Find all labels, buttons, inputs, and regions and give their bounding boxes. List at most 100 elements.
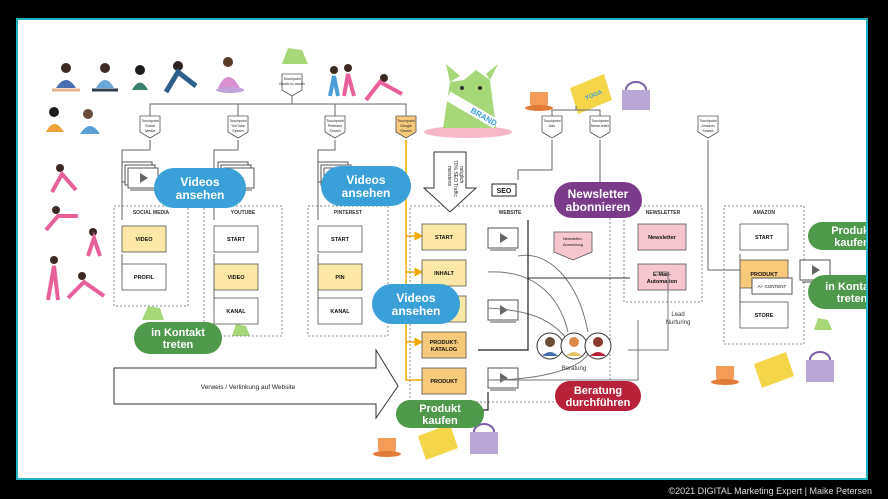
svg-text:Anmeldung: Anmeldung: [563, 242, 583, 247]
svg-text:durchführen: durchführen: [566, 397, 631, 409]
brand-mascot-illustration: BRAND: [424, 64, 512, 138]
svg-text:Touchpoint: Touchpoint: [326, 119, 343, 123]
svg-text:Search: Search: [329, 129, 340, 133]
svg-text:Touchpoint: Touchpoint: [283, 77, 300, 81]
customer-journey-diagram: BRAND YOGA: [44, 48, 866, 460]
svg-text:treten: treten: [837, 293, 866, 305]
svg-text:KANAL: KANAL: [226, 309, 246, 315]
video-thumbnail: [487, 227, 519, 251]
section-amazon: AMAZON: [753, 210, 775, 216]
svg-text:Google: Google: [400, 124, 412, 128]
svg-text:ansehen: ansehen: [342, 186, 391, 200]
svg-text:Beratung: Beratung: [574, 385, 622, 397]
svg-text:Amazon: Amazon: [701, 124, 714, 128]
page-box-produktkatalog: PRODUKT-KATALOG: [421, 331, 467, 359]
svg-text:ansehen: ansehen: [392, 304, 441, 318]
section-pinterest: PINTEREST: [334, 210, 362, 216]
svg-text:E-Mail-: E-Mail-: [653, 272, 671, 278]
section-social: SOCIAL MEDIA: [133, 210, 170, 216]
video-thumbnail: [487, 367, 519, 391]
svg-text:PRODUKT: PRODUKT: [750, 272, 778, 278]
svg-text:Touchpoint: Touchpoint: [229, 119, 246, 123]
svg-text:KATALOG: KATALOG: [431, 347, 457, 353]
svg-text:STORE: STORE: [755, 313, 774, 319]
svg-text:VIDEO: VIDEO: [227, 275, 245, 281]
svg-text:kaufen: kaufen: [834, 237, 866, 249]
seo-arrow-line-2: 70% SEO Traffic: [452, 160, 458, 197]
verweis-label: Verweis / Verlinkung auf Website: [201, 384, 296, 391]
page-box-profil: PROFIL: [121, 263, 167, 291]
svg-text:Produkt: Produkt: [831, 225, 866, 237]
page-box-start: START: [213, 225, 259, 253]
svg-text:START: START: [227, 237, 246, 243]
section-newsletter: NEWSLETTER: [646, 210, 681, 216]
svg-text:abonnieren: abonnieren: [566, 200, 631, 214]
google-highlight-line: [405, 140, 422, 381]
svg-text:Newsletter: Newsletter: [648, 235, 677, 241]
section-headers: SOCIAL MEDIA YOUTUBE PINTEREST WEBSITE N…: [133, 210, 776, 216]
svg-text:Newsletter: Newsletter: [568, 187, 629, 201]
page-box-video: VIDEO: [213, 263, 259, 291]
action-bubbles: VideosansehenVideosansehenVideosansehenN…: [134, 166, 866, 428]
beratung-avatars: Beratung: [536, 332, 612, 372]
yoga-people-illustration: [44, 57, 403, 301]
svg-text:in Kontakt: in Kontakt: [825, 281, 866, 293]
svg-text:Mouth-to-mouth: Mouth-to-mouth: [279, 82, 304, 86]
svg-text:kaufen: kaufen: [422, 415, 458, 427]
svg-text:A+ CONTENT: A+ CONTENT: [758, 284, 787, 289]
verweis-arrow: Verweis / Verlinkung auf Website: [113, 348, 399, 420]
page-box-start: START: [739, 223, 789, 251]
svg-text:Touchpoint: Touchpoint: [543, 119, 560, 123]
svg-text:Search: Search: [232, 129, 243, 133]
video-thumbnail: [121, 161, 159, 191]
channel-links: [121, 254, 741, 314]
beratung-curves: [487, 254, 669, 381]
beratung-caption: Beratung: [562, 366, 586, 372]
svg-text:KANAL: KANAL: [330, 309, 350, 315]
svg-text:Touchpoint: Touchpoint: [397, 119, 414, 123]
svg-text:Videos: Videos: [180, 175, 219, 189]
svg-text:Media: Media: [145, 129, 155, 133]
svg-text:ansehen: ansehen: [176, 188, 225, 202]
svg-text:Touchpoint: Touchpoint: [591, 119, 608, 123]
lead-label-2: Nurturing: [666, 320, 691, 326]
svg-text:INHALT: INHALT: [434, 271, 454, 277]
seo-arrow-line-1: meistens: [446, 166, 452, 187]
svg-text:Videos: Videos: [346, 173, 385, 187]
svg-text:YouTube: YouTube: [231, 124, 245, 128]
svg-text:Newsletter-: Newsletter-: [563, 236, 584, 241]
svg-text:PROFIL: PROFIL: [134, 275, 155, 281]
svg-text:Social: Social: [145, 124, 155, 128]
lead-label-1: Lead: [671, 312, 684, 318]
svg-text:Search: Search: [702, 129, 713, 133]
touchpoint-tags: TouchpointMouth-to-mouthTouchpointSocial…: [139, 73, 719, 139]
svg-text:Touchpoint: Touchpoint: [141, 119, 158, 123]
page-box-kanal: KANAL: [317, 297, 363, 325]
video-thumbnail: [487, 299, 519, 323]
seo-arrow: meistens 70% SEO Traffic möglich: [422, 151, 478, 213]
page-box-pin: PIN: [317, 263, 363, 291]
page-box-kanal: KANAL: [213, 297, 259, 325]
svg-text:START: START: [435, 235, 454, 241]
page-box-automation: E-Mail-Automation: [637, 263, 687, 291]
page-box-produkt: PRODUKT: [421, 367, 467, 395]
svg-text:VIDEO: VIDEO: [135, 237, 153, 243]
aplus-content-box: A+ CONTENT: [751, 277, 793, 295]
svg-text:Videos: Videos: [396, 291, 435, 305]
diagram-canvas: BRAND YOGA: [16, 18, 868, 480]
svg-text:News-letter: News-letter: [591, 124, 610, 128]
